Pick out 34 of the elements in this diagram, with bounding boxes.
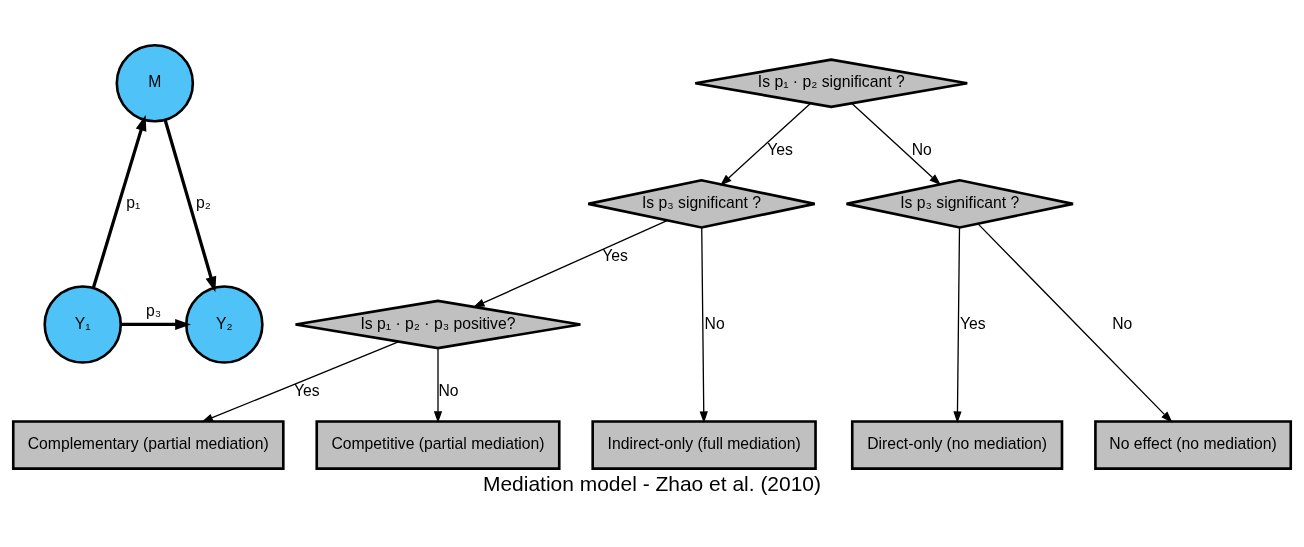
edge-label: No (704, 314, 725, 332)
edge-label: p₃ (145, 301, 162, 319)
node-box: Complementary (partial mediation) (11, 419, 285, 470)
edge-label: p₂ (195, 193, 211, 211)
node-circle: M (115, 43, 195, 123)
edge-label: Yes (294, 381, 320, 399)
edge-label: p₁ (126, 193, 141, 211)
caption: Mediation model - Zhao et al. (2010) (482, 471, 822, 495)
node-circle: Y₂ (185, 284, 264, 364)
arrow (472, 219, 668, 308)
edge-label: Yes (960, 314, 986, 332)
arrow (851, 102, 942, 185)
edge-label: No (911, 140, 932, 158)
edge-label: No (438, 381, 459, 399)
edge-label: Yes (602, 246, 628, 264)
arrow (201, 340, 400, 422)
edge-label: Yes (767, 140, 793, 158)
arrow (433, 347, 443, 423)
arrow (719, 102, 812, 186)
node-box: Direct-only (no mediation) (850, 419, 1064, 470)
node-diamond: Is p₃ significant ? (845, 178, 1075, 229)
arrow (953, 226, 962, 423)
node-diamond: Is p₃ significant ? (586, 178, 816, 229)
arrow (91, 114, 147, 288)
node-circle: Y₁ (43, 284, 123, 364)
arrow (163, 119, 217, 292)
node-box: Competitive (partial mediation) (315, 419, 561, 470)
node-box: Indirect-only (full mediation) (591, 419, 817, 470)
node-box: No effect (no mediation) (1094, 419, 1293, 470)
edge-label: No (1112, 314, 1133, 332)
arrow (699, 226, 708, 423)
arrow (121, 318, 191, 330)
arrow (977, 222, 1173, 423)
node-diamond: Is p₁ · p₂ significant ? (694, 57, 969, 108)
